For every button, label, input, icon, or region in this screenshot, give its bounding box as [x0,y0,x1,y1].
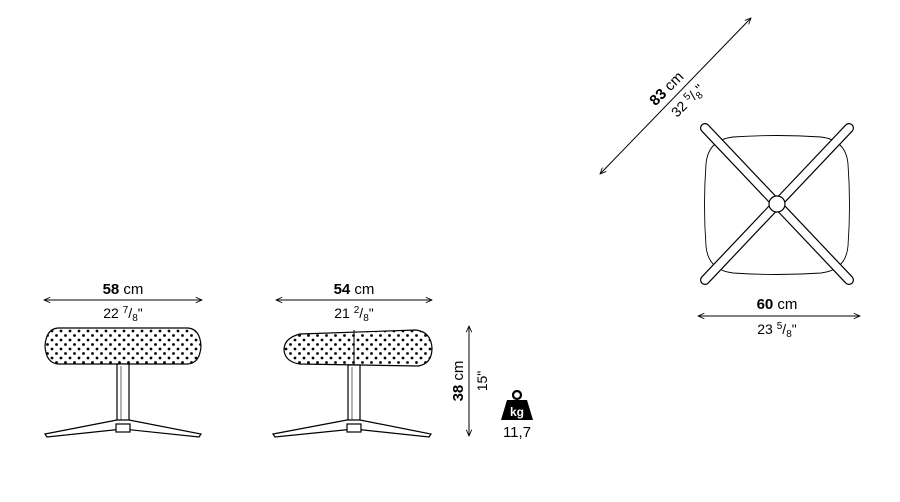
front-view: 58 cm 22 7/8" [44,281,202,438]
column-front [116,363,130,425]
diagonal-dimension-line [600,18,751,174]
depth-inch-label: 21 2/8" [334,305,373,324]
height-inch-label: 15" [474,371,490,392]
weight-icon: kg [501,389,533,420]
seat-cushion-front [44,327,202,365]
height-cm-label: 38 cm [450,361,467,402]
column-side [347,364,361,426]
seat-cushion-side [283,329,433,367]
top-view: 83 cm 32 5/8" 60 cm 23 5/8" [600,18,860,340]
weight-icon-label: kg [510,405,524,419]
base-cm-label: 60 cm [757,296,798,313]
base-inch-label: 23 5/8" [757,321,796,340]
height-dimension: 38 cm 15" [450,326,490,436]
depth-cm-label: 54 cm [334,281,375,298]
width-cm-label: 58 cm [103,281,144,298]
weight-value: 11,7 [503,424,531,441]
weight-block: kg 11,7 [501,389,533,441]
side-view: 54 cm 21 2/8" [271,281,433,438]
width-inch-label: 22 7/8" [103,305,142,324]
base-legs-top [700,123,854,285]
